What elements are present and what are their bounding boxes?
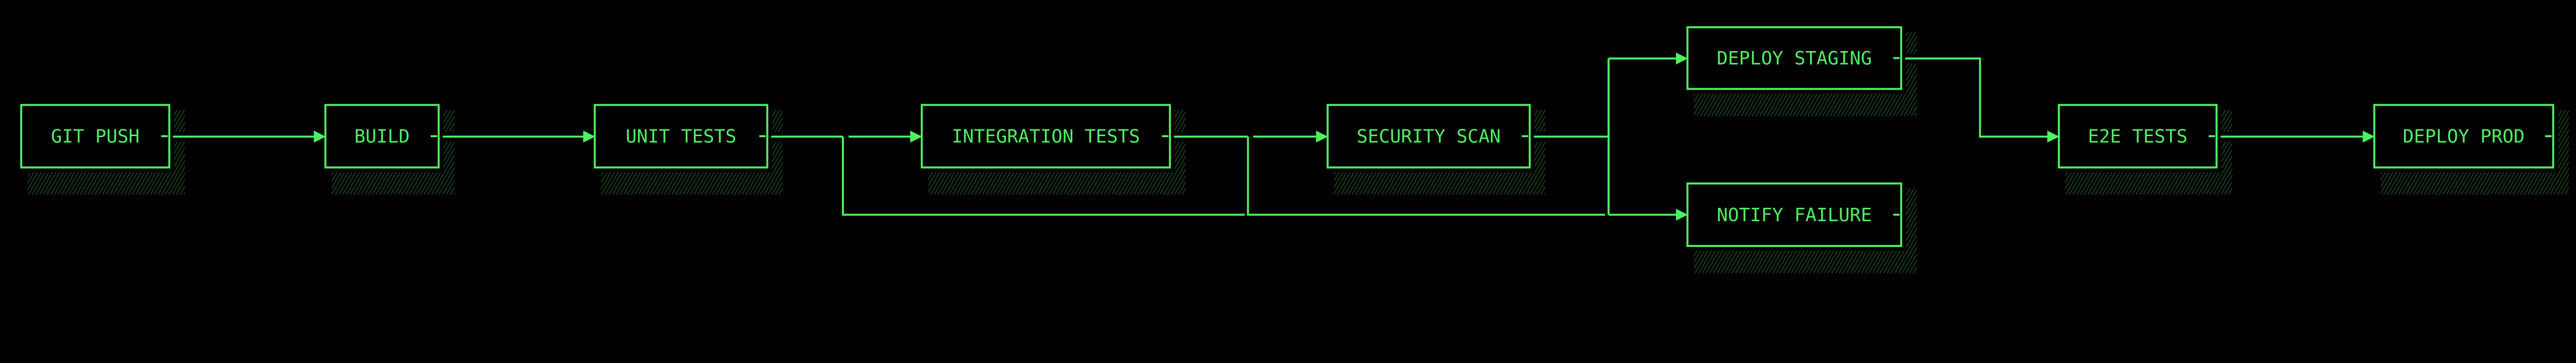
node-label: INTEGRATION TESTS [952, 126, 1140, 147]
node-unit-tests[interactable]: UNIT TESTS [594, 104, 769, 169]
edge-unit-tests-failure-branch [842, 136, 1245, 216]
node-label: DEPLOY PROD [2403, 126, 2525, 147]
node-label: NOTIFY FAILURE [1717, 205, 1872, 226]
node-label: GIT PUSH [51, 126, 140, 147]
node-box[interactable] [1326, 104, 1531, 169]
node-box[interactable] [2373, 104, 2554, 169]
node-box[interactable] [921, 104, 1171, 169]
edge-deploy-staging-to-e2e-tests [1905, 57, 2060, 143]
node-box[interactable] [1686, 26, 1903, 90]
node-deploy-staging[interactable]: DEPLOY STAGING [1686, 26, 1903, 90]
node-git-push[interactable]: GIT PUSH [20, 104, 171, 169]
node-label: E2E TESTS [2088, 126, 2188, 147]
node-build[interactable]: BUILD [324, 104, 440, 169]
pipeline-diagram: GIT PUSH BUILD UNIT TESTS INTEGRATION TESTS… [20, 26, 2569, 273]
node-box[interactable] [20, 104, 171, 169]
node-e2e-tests[interactable]: E2E TESTS [2058, 104, 2218, 169]
node-box[interactable] [594, 104, 769, 169]
node-box[interactable] [1686, 182, 1903, 247]
node-notify-failure[interactable]: NOTIFY FAILURE [1686, 182, 1903, 247]
node-deploy-prod[interactable]: DEPLOY PROD [2373, 104, 2554, 169]
node-box[interactable] [2058, 104, 2218, 169]
node-security-scan[interactable]: SECURITY SCAN [1326, 104, 1531, 169]
node-label: DEPLOY STAGING [1717, 48, 1872, 69]
node-label: BUILD [354, 126, 410, 147]
edge-integration-tests-failure-branch [1247, 136, 1605, 216]
node-label: SECURITY SCAN [1357, 126, 1501, 147]
node-label: UNIT TESTS [625, 126, 736, 147]
node-integration-tests[interactable]: INTEGRATION TESTS [921, 104, 1171, 169]
edge-halo [1905, 54, 2058, 142]
node-box[interactable] [324, 104, 440, 169]
